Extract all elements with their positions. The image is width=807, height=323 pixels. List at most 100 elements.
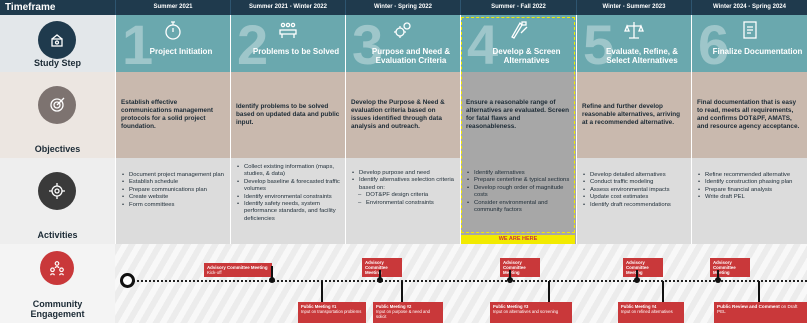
objective-1: Establish effective communications manag… — [115, 72, 230, 158]
objectives-label: Objectives — [34, 144, 81, 154]
timeframe-1: Summer 2021 — [115, 0, 230, 15]
activity-item: Collect existing information (maps, stud… — [237, 164, 341, 179]
activity-item: Identify draft recommendations — [583, 202, 687, 210]
objective-4: Ensure a reasonable range of alternative… — [460, 72, 576, 158]
advisory-meeting-5: Advisory Committee Meeting — [710, 258, 750, 277]
objective-6: Final documentation that is easy to read… — [691, 72, 807, 158]
timeframe-4: Summer - Fall 2022 — [460, 0, 576, 15]
box-stack-icon — [38, 21, 76, 59]
public-stem — [548, 281, 550, 302]
step-number: 3 — [352, 15, 384, 73]
objective-5: Refine and further develop reasonable al… — [576, 72, 691, 158]
activities-4: Identify alternatives Prepare centerline… — [460, 158, 576, 244]
activity-item: Identify alternatives — [467, 170, 572, 178]
meeting-table-icon — [279, 22, 297, 38]
study-step-label: Study Step — [33, 58, 81, 68]
public-stem — [758, 281, 760, 302]
step-6: 6 Finalize Documentation — [691, 15, 807, 72]
advisory-stem — [509, 270, 511, 280]
activity-item: Conduct traffic modeling — [583, 179, 687, 187]
step-number: 4 — [467, 15, 499, 73]
step-1: 1 Project Initiation — [115, 15, 230, 72]
activity-item: Prepare financial analysis — [698, 187, 803, 195]
objective-2: Identify problems to be solved based on … — [230, 72, 345, 158]
activity-item: Identify environmental constraints — [237, 194, 341, 202]
study-step-row-label: Study Step — [0, 15, 115, 72]
step-number: 6 — [698, 15, 730, 73]
gear-icon — [38, 172, 76, 210]
activity-item: Create website — [122, 194, 226, 202]
activity-item: Write draft PEL — [698, 194, 803, 202]
public-review: Public Review and Comment on Draft PEL — [714, 302, 807, 323]
activities-row-label: Activities — [0, 158, 115, 244]
timeline-line — [128, 280, 807, 282]
activity-item: Develop rough order of magnitude costs — [467, 185, 572, 200]
timeframe-2: Summer 2021 - Winter 2022 — [230, 0, 345, 15]
community-engagement-track — [115, 244, 807, 323]
activity-item: Consider environmental and community fac… — [467, 200, 572, 215]
current-step-highlight — [461, 17, 575, 233]
advisory-stem — [636, 270, 638, 280]
timeline-dot — [715, 277, 721, 283]
activity-item: Assess environmental impacts — [583, 187, 687, 195]
activities-3: Develop purpose and need Identify altern… — [345, 158, 460, 244]
step-title: Develop & Screen Alternatives — [492, 47, 561, 65]
step-number: 2 — [237, 15, 269, 73]
step-2: 2 Problems to be Solved — [230, 15, 345, 72]
advisory-stem — [271, 266, 273, 280]
balance-scale-icon — [624, 22, 644, 39]
gears-icon — [394, 22, 411, 38]
step-5: 5 Evaluate, Refine, & Select Alternative… — [576, 15, 691, 72]
advisory-stem — [717, 270, 719, 280]
activities-2: Collect existing information (maps, stud… — [230, 158, 345, 244]
timeframe-3: Winter - Spring 2022 — [345, 0, 460, 15]
activity-item: Develop baseline & forecasted traffic vo… — [237, 179, 341, 194]
timeframe-5: Winter - Summer 2023 — [576, 0, 691, 15]
community-row-label: Community Engagement — [0, 244, 115, 323]
objective-3: Develop the Purpose & Need & evaluation … — [345, 72, 460, 158]
activity-item: Form committees — [122, 202, 226, 210]
activity-item: Prepare centerline & typical sections — [467, 177, 572, 185]
activities-5: Develop detailed alternatives Conduct tr… — [576, 158, 691, 244]
activities-6: Refine recommended alternative Identify … — [691, 158, 807, 244]
target-icon — [38, 86, 76, 124]
timeline-dot — [377, 277, 383, 283]
public-stem — [401, 281, 403, 302]
step-title: Finalize Documentation — [712, 47, 803, 56]
step-number: 5 — [583, 15, 615, 73]
activities-label: Activities — [37, 230, 78, 240]
advisory-meeting-2: Advisory Committee Meeting — [362, 258, 402, 277]
activity-item: Document project management plan — [122, 172, 226, 180]
step-3: 3 Purpose and Need & Evaluation Criteria — [345, 15, 460, 72]
timeline-dot — [507, 277, 513, 283]
advisory-meeting-4: Advisory Committee Meeting — [623, 258, 663, 277]
timeline-start-icon — [120, 273, 135, 288]
activity-item: Identify alternatives selection criteria… — [352, 177, 456, 192]
people-icon — [40, 251, 74, 285]
activity-item: Develop purpose and need — [352, 170, 456, 178]
activity-subitem: Environmental constraints — [352, 200, 456, 208]
step-title: Purpose and Need & Evaluation Criteria — [371, 47, 451, 65]
public-stem — [321, 281, 323, 302]
timeframe-6: Winter 2024 - Spring 2024 — [691, 0, 807, 15]
we-are-here-banner: WE ARE HERE — [461, 235, 575, 244]
activity-item: Identify safety needs, system performanc… — [237, 201, 341, 223]
step-number: 1 — [122, 15, 154, 73]
activity-item: Update cost estimates — [583, 194, 687, 202]
advisory-stem — [379, 270, 381, 280]
activity-item: Establish schedule — [122, 179, 226, 187]
stopwatch-icon — [165, 21, 181, 40]
community-label: Community Engagement — [30, 299, 85, 319]
activity-item: Develop detailed alternatives — [583, 172, 687, 180]
step-title: Evaluate, Refine, & Select Alternatives — [605, 47, 679, 65]
drafting-tools-icon — [510, 21, 527, 39]
activity-item: Identify construction phasing plan — [698, 179, 803, 187]
step-4: 4 Develop & Screen Alternatives — [460, 15, 576, 72]
objectives-row-label: Objectives — [0, 72, 115, 158]
activities-1: Document project management plan Establi… — [115, 158, 230, 244]
activity-item: Prepare communications plan — [122, 187, 226, 195]
